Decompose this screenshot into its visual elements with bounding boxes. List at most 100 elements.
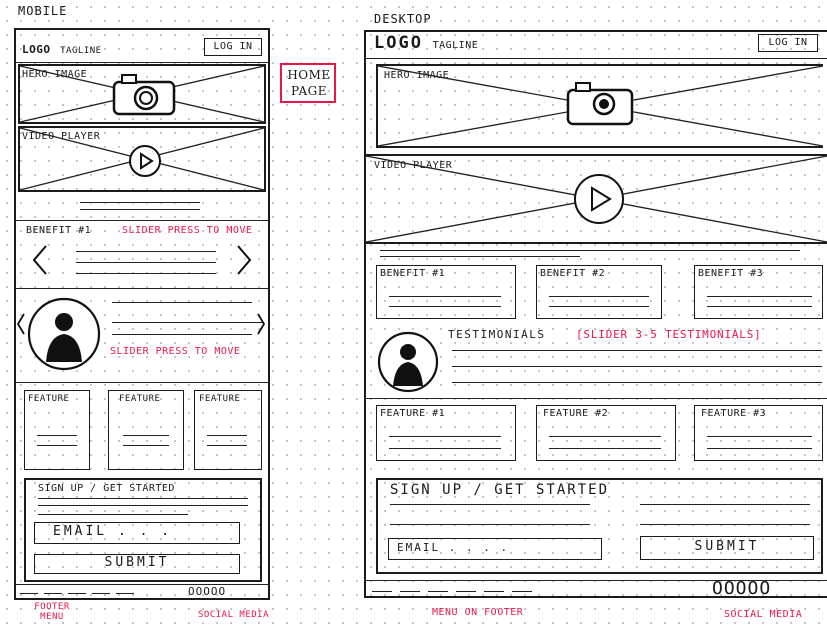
footer-menu-line[interactable] [116, 593, 134, 594]
desktop-feature-label: FEATURE #2 [543, 408, 609, 419]
footer-menu-line[interactable] [92, 593, 110, 594]
footer-menu-line[interactable] [68, 593, 86, 594]
desktop-footer-note: MENU ON FOOTER [432, 607, 524, 618]
desktop-benefit-card: BENEFIT #2 [536, 265, 662, 319]
mobile-signup-section: SIGN UP / GET STARTED [24, 478, 262, 582]
mobile-feature-card: FEATURE [108, 390, 184, 470]
mobile-frame [14, 28, 270, 600]
avatar-icon [377, 331, 439, 393]
desktop-text-line [452, 366, 822, 367]
desktop-login-button[interactable]: LOG IN [758, 34, 818, 52]
avatar-icon [27, 297, 101, 371]
footer-menu-line[interactable] [428, 591, 448, 592]
mobile-logo: LOGO [22, 43, 51, 56]
desktop-benefit-label: BENEFIT #3 [698, 268, 764, 279]
mobile-hero-image: HERO IMAGE [18, 64, 266, 124]
mobile-text-line [80, 202, 200, 203]
mobile-header: LOGO TAGLINE [22, 38, 102, 57]
mobile-text-line [112, 334, 252, 335]
desktop-text-line [452, 382, 822, 383]
desktop-submit-button[interactable]: SUBMIT [640, 536, 814, 560]
mobile-email-input[interactable]: EMAIL . . . [34, 522, 240, 544]
mobile-text-line [76, 273, 216, 274]
chevron-left-icon[interactable] [30, 244, 50, 276]
chevron-right-icon[interactable] [256, 312, 266, 336]
desktop-hero-image: HERO IMAGE [376, 64, 824, 148]
mobile-submit-button[interactable]: SUBMIT [34, 554, 240, 574]
mobile-login-button[interactable]: LOG IN [204, 38, 262, 56]
desktop-text-line [452, 350, 822, 351]
desktop-logo: LOGO [374, 33, 423, 53]
desktop-hero-label: HERO IMAGE [384, 70, 450, 81]
footer-menu-line[interactable] [484, 591, 504, 592]
mobile-divider [14, 288, 270, 289]
desktop-email-input[interactable]: EMAIL . . . . [388, 538, 602, 560]
desktop-benefit-label: BENEFIT #1 [380, 268, 446, 279]
mobile-feature-card: FEATURE [194, 390, 262, 470]
mobile-slider-note: SLIDER PRESS TO MOVE [122, 225, 253, 236]
mobile-feature-label: FEATURE [119, 394, 161, 404]
footer-menu-line[interactable] [512, 591, 532, 592]
play-icon[interactable] [128, 144, 162, 178]
mobile-social-icons[interactable]: OOOOO [188, 585, 227, 598]
mobile-text-line [112, 302, 252, 303]
desktop-text-line [380, 250, 800, 251]
mobile-feature-card: FEATURE [24, 390, 90, 470]
desktop-feature-label: FEATURE #3 [701, 408, 767, 419]
mobile-text-line [80, 209, 200, 210]
mobile-footer-divider [14, 584, 270, 585]
desktop-social-icons[interactable]: OOOOO [712, 578, 772, 599]
footer-menu-line[interactable] [20, 593, 38, 594]
desktop-feature-card: FEATURE #3 [694, 405, 823, 461]
mobile-tagline: TAGLINE [60, 46, 102, 56]
desktop-frame [364, 30, 827, 598]
desktop-feature-card: FEATURE #1 [376, 405, 516, 461]
desktop-testimonials-note: [SLIDER 3-5 TESTIMONIALS] [576, 328, 762, 341]
mobile-feature-label: FEATURE [199, 394, 241, 404]
desktop-header-divider [364, 58, 827, 59]
mobile-divider [14, 220, 270, 221]
footer-menu-line[interactable] [456, 591, 476, 592]
chevron-right-icon[interactable] [234, 244, 254, 276]
home-page-note: HOME PAGE [280, 63, 336, 103]
mobile-social-note: SOCIAL MEDIA [198, 610, 270, 620]
desktop-text-line [380, 256, 580, 257]
desktop-social-note: SOCIAL MEDIA [724, 609, 803, 620]
desktop-footer-divider [364, 580, 827, 581]
desktop-tagline: TAGLINE [432, 40, 479, 51]
mobile-video-player[interactable]: VIDEO PLAYER [18, 126, 266, 192]
desktop-benefit-label: BENEFIT #2 [540, 268, 606, 279]
mobile-text-line [76, 251, 216, 252]
desktop-divider [364, 398, 827, 399]
mobile-heading: MOBILE [18, 4, 68, 18]
desktop-signup-label: SIGN UP / GET STARTED [390, 482, 610, 498]
desktop-header: LOGO TAGLINE [374, 33, 478, 53]
footer-menu-line[interactable] [44, 593, 62, 594]
home-page-label: HOME PAGE [287, 68, 331, 98]
mobile-benefit-label: BENEFIT #1 [26, 225, 92, 236]
mobile-header-divider [14, 62, 270, 63]
desktop-benefit-card: BENEFIT #3 [694, 265, 823, 319]
mobile-slider-note: SLIDER PRESS TO MOVE [110, 346, 241, 357]
mobile-signup-label: SIGN UP / GET STARTED [38, 483, 175, 494]
play-icon[interactable] [572, 172, 626, 226]
footer-menu-line[interactable] [400, 591, 420, 592]
camera-icon [112, 74, 176, 116]
desktop-signup-section: SIGN UP / GET STARTED [376, 478, 823, 574]
mobile-divider [14, 382, 270, 383]
desktop-testimonials-label: TESTIMONIALS [448, 328, 546, 341]
mobile-text-line [76, 262, 216, 263]
chevron-left-icon[interactable] [16, 312, 26, 336]
camera-icon [566, 82, 634, 126]
desktop-video-player[interactable]: VIDEO PLAYER [364, 154, 827, 244]
mobile-feature-label: FEATURE [28, 394, 70, 404]
desktop-benefit-card: BENEFIT #1 [376, 265, 516, 319]
footer-menu-line[interactable] [372, 591, 392, 592]
mobile-text-line [112, 322, 262, 323]
desktop-feature-card: FEATURE #2 [536, 405, 676, 461]
mobile-video-label: VIDEO PLAYER [22, 131, 101, 142]
desktop-feature-label: FEATURE #1 [380, 408, 446, 419]
mobile-footer-note: FOOTER MENU [34, 602, 70, 622]
desktop-heading: DESKTOP [374, 12, 432, 26]
mobile-hero-label: HERO IMAGE [22, 69, 88, 80]
